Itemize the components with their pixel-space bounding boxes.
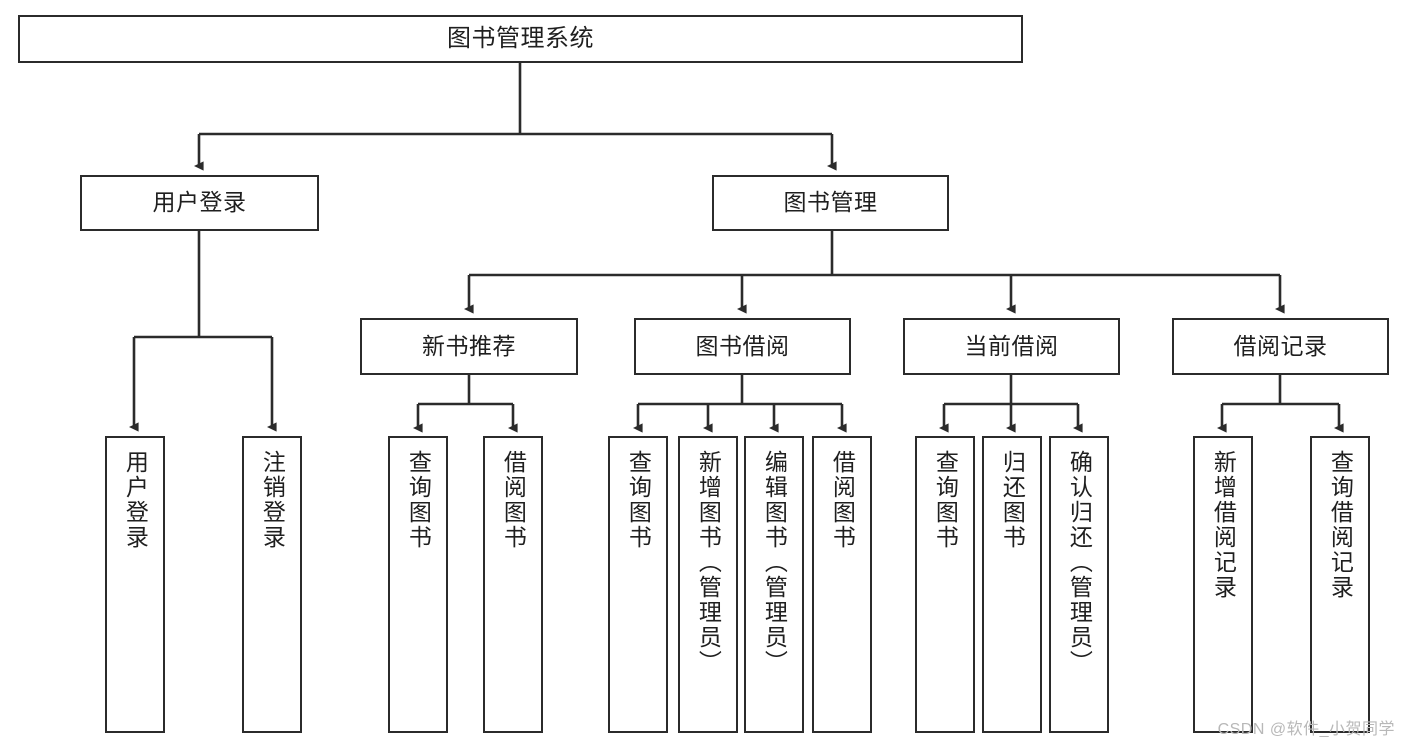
leaf-borrow-query-book[interactable]: 查询图书 [608,436,668,733]
node-new-book-recommend[interactable]: 新书推荐 [360,318,578,375]
leaf-borrow-edit-book-admin[interactable]: 编辑图书（管理员） [744,436,804,733]
node-label: 图书借阅 [695,332,790,359]
node-label: 查询借阅记录 [1327,450,1354,600]
node-current-borrow[interactable]: 当前借阅 [903,318,1120,375]
leaf-user-login-logout[interactable]: 注销登录 [242,436,302,733]
node-label: 借阅图书 [500,450,527,550]
node-book-borrow[interactable]: 图书借阅 [634,318,851,375]
node-label: 用户登录 [122,450,149,550]
leaf-record-add-borrow-record[interactable]: 新增借阅记录 [1193,436,1253,733]
node-label: 编辑图书（管理员） [761,450,788,675]
leaf-borrow-borrow-book[interactable]: 借阅图书 [812,436,872,733]
node-label: 借阅记录 [1233,332,1328,359]
node-label: 查询图书 [405,450,432,550]
node-label: 归还图书 [999,450,1026,550]
leaf-user-login-login[interactable]: 用户登录 [105,436,165,733]
node-user-login[interactable]: 用户登录 [80,175,319,231]
node-label: 借阅图书 [829,450,856,550]
node-label: 新增借阅记录 [1210,450,1237,600]
node-label: 用户登录 [152,189,247,216]
node-label: 新书推荐 [422,332,516,359]
csdn-watermark: CSDN @软件_小贺同学 [1217,721,1395,738]
node-root-book-management-system[interactable]: 图书管理系统 [18,15,1023,63]
node-label: 新增图书（管理员） [695,450,722,675]
node-label: 注销登录 [259,450,286,550]
leaf-newbook-query-book[interactable]: 查询图书 [388,436,448,733]
leaf-record-query-borrow-record[interactable]: 查询借阅记录 [1310,436,1370,733]
leaf-current-query-book[interactable]: 查询图书 [915,436,975,733]
leaf-newbook-borrow-book[interactable]: 借阅图书 [483,436,543,733]
node-label: 查询图书 [932,450,959,550]
node-book-management[interactable]: 图书管理 [712,175,949,231]
node-label: 当前借阅 [964,332,1059,359]
leaf-current-return-book[interactable]: 归还图书 [982,436,1042,733]
node-borrow-record[interactable]: 借阅记录 [1172,318,1389,375]
leaf-borrow-add-book-admin[interactable]: 新增图书（管理员） [678,436,738,733]
node-label: 图书管理 [783,189,878,216]
node-label: 确认归还（管理员） [1066,450,1093,675]
node-label: 查询图书 [625,450,652,550]
leaf-current-confirm-return-admin[interactable]: 确认归还（管理员） [1049,436,1109,733]
node-label: 图书管理系统 [447,24,594,52]
